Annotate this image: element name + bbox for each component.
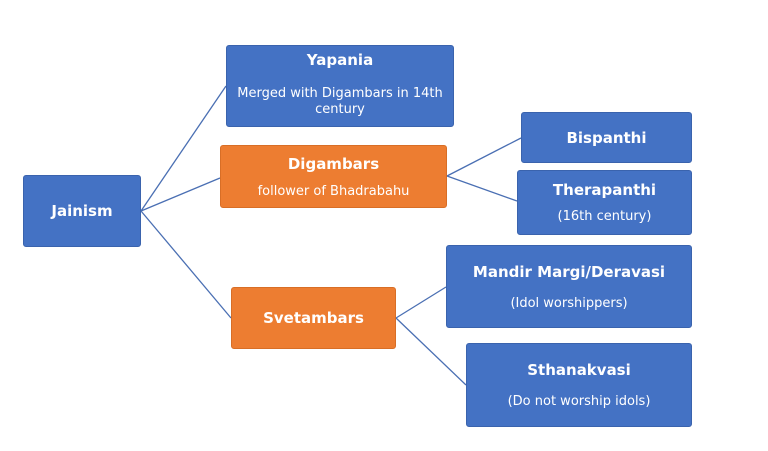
connector-jainism-svetambars [140,210,232,319]
connector-jainism-digambars [140,177,221,212]
node-mandir-margi: Mandir Margi/Deravasi (Idol worshippers) [446,245,692,328]
connector-svetambars-sthanakvasi [395,317,467,386]
node-svetambars: Svetambars [231,287,396,349]
connector-svetambars-mandir-margi [395,286,447,319]
node-therapanthi: Therapanthi (16th century) [517,170,692,235]
node-bispanthi-title: Bispanthi [566,128,647,147]
node-jainism: Jainism [23,175,141,247]
node-bispanthi: Bispanthi [521,112,692,163]
node-yapania-title: Yapania [306,51,374,69]
node-yapania-subtitle: Merged with Digambars in 14th century [237,86,443,117]
node-sthanakvasi: Sthanakvasi (Do not worship idols) [466,343,692,427]
connector-jainism-yapania [140,85,227,212]
node-mandir-margi-title: Mandir Margi/Deravasi [472,262,666,281]
node-digambars-subtitle: follower of Bhadrabahu [257,183,410,199]
node-therapanthi-subtitle: (16th century) [557,209,652,224]
node-svetambars-title: Svetambars [263,309,364,327]
node-digambars-title: Digambars [287,154,380,173]
node-jainism-title: Jainism [51,202,113,220]
node-therapanthi-title: Therapanthi [552,181,657,199]
node-sthanakvasi-title: Sthanakvasi [527,361,631,379]
connector-digambars-bispanthi [446,137,522,177]
node-sthanakvasi-subtitle: (Do not worship idols) [507,394,651,409]
node-digambars: Digambars follower of Bhadrabahu [220,145,447,208]
connector-digambars-therapanthi [446,175,518,202]
node-yapania: Yapania Merged with Digambars in 14th ce… [226,45,454,127]
node-mandir-margi-subtitle: (Idol worshippers) [510,295,628,311]
